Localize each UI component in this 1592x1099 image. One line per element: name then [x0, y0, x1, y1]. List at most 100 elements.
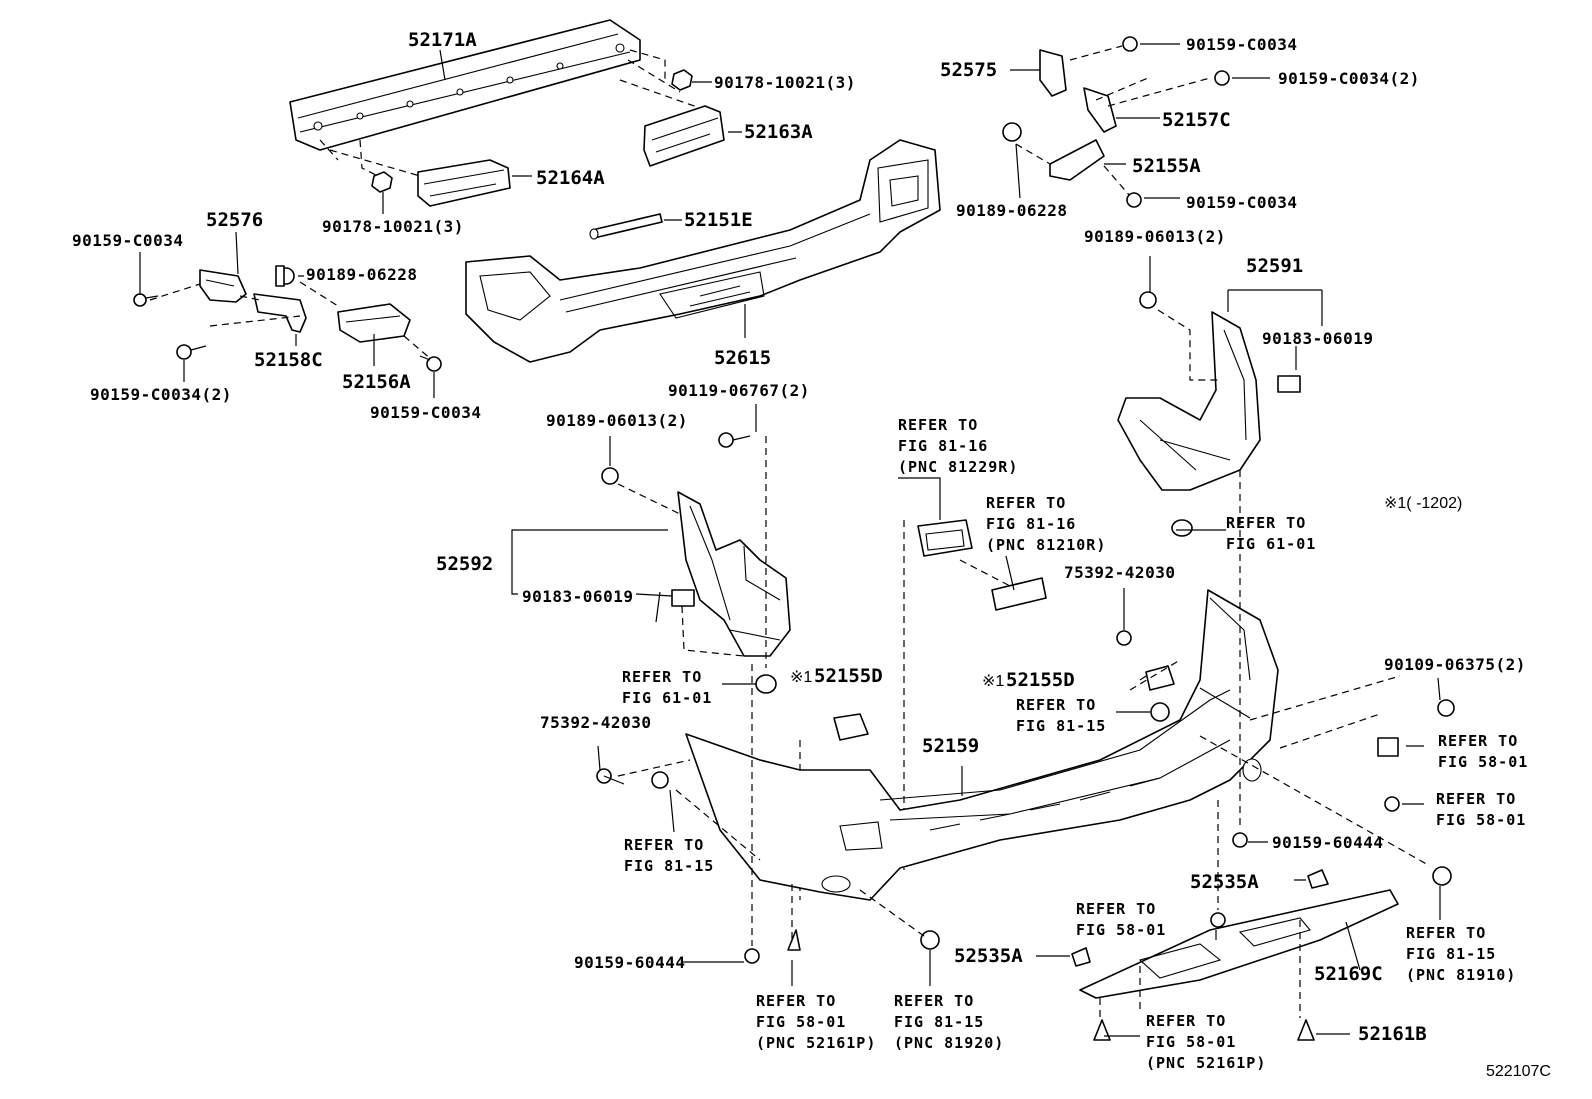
ref-58-01-r1[interactable]: REFER TO FIG 58-01 — [1438, 732, 1528, 771]
bolt-58-01-mid — [1210, 912, 1226, 928]
label-90159-C0034-l2[interactable]: 90159-C0034(2) — [90, 385, 232, 404]
label-90183-06019-r[interactable]: 90183-06019 — [1262, 329, 1373, 348]
reinforcement-beam-52171A — [289, 19, 641, 151]
label-52155A[interactable]: 52155A — [1132, 155, 1201, 177]
label-52615[interactable]: 52615 — [714, 347, 771, 369]
ref-81210R[interactable]: REFER TO FIG 81-16 (PNC 81210R) — [986, 494, 1106, 554]
bolt-90159-60444-right — [1232, 832, 1248, 848]
label-90178-10021-a[interactable]: 90178-10021(3) — [714, 73, 856, 92]
label-52576[interactable]: 52576 — [206, 209, 263, 231]
label-90159-C0034-r1[interactable]: 90159-C0034 — [1186, 35, 1297, 54]
label-52535A-l[interactable]: 52535A — [954, 945, 1023, 967]
label-90159-C0034-l3[interactable]: 90159-C0034 — [370, 403, 481, 422]
bolt-90159-C0034-left-3 — [419, 355, 442, 372]
label-52156A[interactable]: 52156A — [342, 371, 411, 393]
label-90178-10021-b[interactable]: 90178-10021(3) — [322, 217, 464, 236]
mudguard-52591 — [1117, 311, 1261, 491]
bolt-90119-06767 — [718, 432, 751, 448]
label-52155D-r[interactable]: 52155D — [1006, 669, 1075, 691]
label-90189-06228-r[interactable]: 90189-06228 — [956, 201, 1067, 220]
part-labels: 52171A 90178-10021(3) 52163A 52164A 9017… — [72, 29, 1551, 1080]
nut-90178-left — [371, 171, 393, 193]
label-90109-06375[interactable]: 90109-06375(2) — [1384, 655, 1526, 674]
clip-52161B — [1297, 1019, 1315, 1041]
cap-81920 — [920, 930, 940, 950]
label-52151E[interactable]: 52151E — [684, 209, 753, 231]
bracket-52576 — [199, 269, 247, 303]
bolt-90159-C0034-left-2 — [176, 344, 207, 360]
label-90189-06013-l[interactable]: 90189-06013(2) — [546, 411, 688, 430]
label-52592[interactable]: 52592 — [436, 553, 493, 575]
stopper-right — [1171, 519, 1193, 537]
label-75392-l[interactable]: 75392-42030 — [540, 713, 651, 732]
stopper-left — [755, 674, 777, 694]
bracket-52155A — [1049, 139, 1105, 181]
note-mark-left: ※1 — [790, 669, 812, 686]
bolt-90159-C0034-right-1 — [1122, 36, 1138, 52]
figure-code: 522107C — [1486, 1063, 1551, 1080]
clip-90189-06228-left — [275, 265, 295, 287]
label-52155D-l[interactable]: 52155D — [814, 665, 883, 687]
label-90159-C0034-r2[interactable]: 90159-C0034(2) — [1278, 69, 1420, 88]
label-90159-C0034-l1[interactable]: 90159-C0034 — [72, 231, 183, 250]
ref-58-01-mid[interactable]: REFER TO FIG 58-01 — [1076, 900, 1166, 939]
ref-81229R[interactable]: REFER TO FIG 81-16 (PNC 81229R) — [898, 416, 1018, 476]
label-90189-06228-l[interactable]: 90189-06228 — [306, 265, 417, 284]
label-52164A[interactable]: 52164A — [536, 167, 605, 189]
label-90189-06013-r[interactable]: 90189-06013(2) — [1084, 227, 1226, 246]
cap-81910 — [1432, 866, 1452, 886]
label-52575[interactable]: 52575 — [940, 59, 997, 81]
label-52158C[interactable]: 52158C — [254, 349, 323, 371]
rod-52151E — [589, 213, 663, 240]
bolt-90159-C0034-right-2 — [1214, 70, 1230, 86]
nut-90178-right — [671, 69, 693, 91]
label-75392-r[interactable]: 75392-42030 — [1064, 563, 1175, 582]
label-90159-60444-l[interactable]: 90159-60444 — [574, 953, 685, 972]
clip-52161P-left — [787, 929, 801, 951]
label-90159-C0034-r3[interactable]: 90159-C0034 — [1186, 193, 1297, 212]
clip-52155D-right — [1145, 665, 1175, 691]
nut-58-01-r1 — [1377, 737, 1399, 757]
bolt-90159-C0034-right-3 — [1126, 192, 1142, 208]
label-52171A[interactable]: 52171A — [408, 29, 477, 51]
clip-90189-06228-right — [1002, 122, 1022, 142]
bumper-cover-52159 — [685, 589, 1279, 901]
label-90159-60444-r[interactable]: 90159-60444 — [1272, 833, 1383, 852]
label-52157C[interactable]: 52157C — [1162, 109, 1231, 131]
label-52169C[interactable]: 52169C — [1314, 963, 1383, 985]
ref-52161P-left[interactable]: REFER TO FIG 58-01 (PNC 52161P) — [756, 992, 876, 1052]
label-52159[interactable]: 52159 — [922, 735, 979, 757]
bracket-52157C — [1083, 87, 1117, 133]
label-52535A-r[interactable]: 52535A — [1190, 871, 1259, 893]
reflector-81210R — [991, 577, 1047, 611]
label-52161B[interactable]: 52161B — [1358, 1023, 1427, 1045]
energy-absorber-52615 — [465, 139, 941, 363]
ref-58-01-r2[interactable]: REFER TO FIG 58-01 — [1436, 790, 1526, 829]
bolt-75392-right — [1116, 630, 1132, 646]
grille-81229R — [917, 519, 973, 557]
screw-90109-06375 — [1437, 699, 1455, 717]
label-90119-06767[interactable]: 90119-06767(2) — [668, 381, 810, 400]
bracket-52164A — [417, 159, 511, 207]
ref-81910[interactable]: REFER TO FIG 81-15 (PNC 81910) — [1406, 924, 1516, 984]
clip-81-15-left — [651, 771, 669, 789]
clip-52161P-right — [1093, 1019, 1111, 1041]
ref-52161P-right[interactable]: REFER TO FIG 58-01 (PNC 52161P) — [1146, 1012, 1266, 1072]
garnish-52169C — [1079, 889, 1399, 999]
ref-81-15-left[interactable]: REFER TO FIG 81-15 — [624, 836, 714, 875]
label-52591[interactable]: 52591 — [1246, 255, 1303, 277]
clip-52155D-left — [833, 713, 869, 741]
label-90183-06019-l[interactable]: 90183-06019 — [522, 587, 633, 606]
clip-90189-06013-right — [1139, 291, 1157, 309]
ref-61-01-left[interactable]: REFER TO FIG 61-01 — [622, 668, 712, 707]
clip-52535A-left — [1071, 947, 1091, 967]
ref-81920[interactable]: REFER TO FIG 81-15 (PNC 81920) — [894, 992, 1004, 1052]
nut-90183-06019-left — [671, 589, 695, 607]
mudguard-52592 — [677, 491, 791, 657]
ref-61-01-right[interactable]: REFER TO FIG 61-01 — [1226, 514, 1316, 553]
label-52163A[interactable]: 52163A — [744, 121, 813, 143]
bolt-90159-60444-left — [744, 948, 760, 964]
ref-81-15-mid[interactable]: REFER TO FIG 81-15 — [1016, 696, 1106, 735]
clip-52535A-right — [1307, 869, 1329, 889]
